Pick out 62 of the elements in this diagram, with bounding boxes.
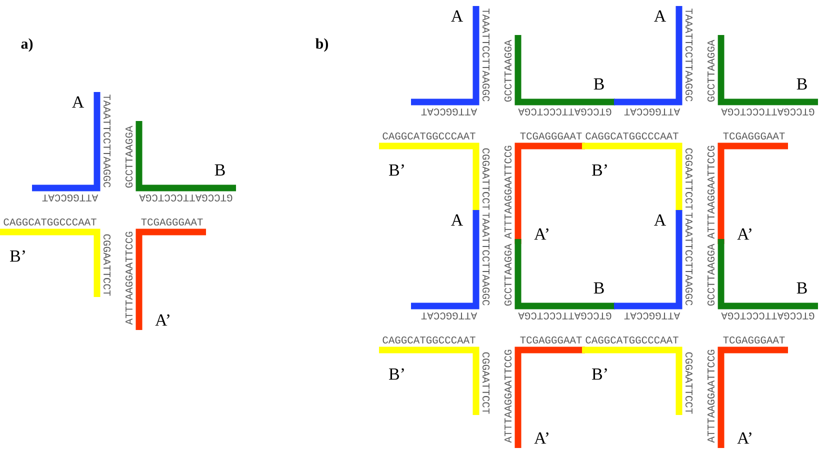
strand-label: B: [796, 282, 807, 294]
sequence-label: TCGAGGGAAT: [723, 132, 785, 140]
sequence-label: TAAATTCCTTAAGGC: [104, 94, 111, 188]
sequence-label: ATTTAAGGAATTCCG: [707, 350, 715, 443]
sequence-label: GTCCGATTCCCTCGA: [721, 312, 814, 320]
sequence-label: ATTTAAGGAATTCCG: [504, 350, 512, 443]
sequence-label: ATTTAAGGAATTCCG: [504, 146, 512, 239]
sequence-label: CAGGCATGGCCCAAT: [586, 132, 678, 140]
sequence-label: CAGGCATGGCCCAAT: [4, 218, 96, 226]
sequence-label: TCGAGGGAAT: [141, 218, 203, 226]
sequence-label: CGGAATTCCT: [685, 352, 693, 414]
panel-label: a): [21, 38, 33, 52]
sequence-label: TAAATTCCTTAAGGC: [685, 8, 693, 102]
sequence-label: ATTGGCCAT: [624, 108, 680, 116]
sequence-label: TAAATTCCTTAAGGC: [482, 8, 490, 102]
strand-label: A’: [737, 228, 752, 240]
sequence-label: CGGAATTCCT: [104, 234, 111, 296]
sequence-label: GCCTTAAGGA: [125, 126, 133, 188]
strand-label: A: [451, 214, 464, 226]
strand-label: B: [594, 282, 604, 294]
sequence-label: CGGAATTCCT: [685, 148, 693, 210]
sequence-label: TCGAGGGAAT: [520, 132, 582, 140]
strand-label: B: [796, 78, 807, 90]
sequence-label: ATTGGCCAT: [42, 194, 98, 202]
strand-label: B: [594, 78, 604, 90]
sequence-label: TCGAGGGAAT: [520, 336, 582, 344]
strand-label: A: [451, 10, 464, 22]
sequence-label: GTCCGATTCCCTCGA: [518, 108, 612, 116]
strand-label: A’: [155, 314, 170, 326]
strand-label: A’: [737, 432, 752, 444]
sequence-label: CAGGCATGGCCCAAT: [586, 336, 678, 344]
sequence-label: GTCCGATTCCCTCGA: [518, 312, 612, 320]
strand-label: A: [654, 10, 666, 22]
strand-label: B’: [10, 250, 25, 262]
strand-label: A: [72, 96, 84, 108]
panel-label: b): [316, 38, 328, 52]
sequence-label: CAGGCATGGCCCAAT: [382, 132, 476, 140]
sequence-label: GCCTTAAGGA: [504, 244, 512, 306]
sequence-label: ATTGGCCAT: [421, 108, 478, 116]
strand-label: A’: [534, 228, 548, 240]
sequence-label: ATTTAAGGAATTCCG: [707, 146, 715, 239]
sequence-label: GCCTTAAGGA: [504, 40, 512, 102]
strand-label: B’: [592, 164, 607, 176]
strand-label: B: [214, 164, 225, 176]
sequence-label: TCGAGGGAAT: [723, 336, 785, 344]
sequence-label: TAAATTCCTTAAGGC: [482, 212, 490, 306]
strand-label: A’: [534, 432, 548, 444]
sequence-label: CGGAATTCCT: [482, 148, 490, 210]
sequence-label: TAAATTCCTTAAGGC: [685, 212, 693, 306]
strand-label: B’: [592, 368, 607, 380]
strand-label: B’: [389, 164, 404, 176]
sequence-label: ATTGGCCAT: [421, 312, 478, 320]
sequence-label: GCCTTAAGGA: [707, 244, 715, 306]
sequence-label: GTCCGATTCCCTCGA: [139, 194, 232, 202]
sequence-label: GTCCGATTCCCTCGA: [721, 108, 814, 116]
sequence-label: GCCTTAAGGA: [707, 40, 715, 102]
sequence-label: CAGGCATGGCCCAAT: [382, 336, 476, 344]
sequence-label: CGGAATTCCT: [482, 352, 490, 414]
strand-label: A: [654, 214, 666, 226]
sequence-label: ATTTAAGGAATTCCG: [125, 232, 133, 325]
sequence-label: ATTGGCCAT: [624, 312, 680, 320]
strand-label: B’: [389, 368, 404, 380]
